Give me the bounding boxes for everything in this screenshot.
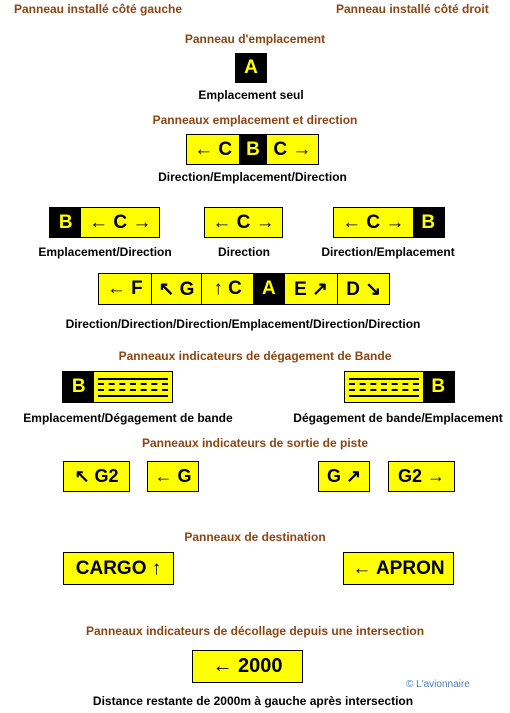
sign-cell: G ↗ (319, 462, 369, 491)
sign-cell: ← 2000 (193, 651, 302, 682)
direction-location-sign: ← C → B (333, 207, 445, 238)
sign-cell: ← F (99, 274, 151, 304)
direction-only-caption: Direction (217, 245, 270, 259)
sign-cell: A (236, 54, 266, 82)
location-clearance-caption: Emplacement/Dégagement de bande (23, 411, 233, 425)
location-only-caption: Emplacement seul (198, 88, 304, 102)
clearance-location-caption: Dégagement de bande/Emplacement (293, 411, 503, 425)
destination-heading: Panneaux de destination (184, 530, 326, 544)
location-clearance-sign: B (62, 371, 173, 403)
runway-clearance-heading: Panneaux indicateurs de dégagement de Ba… (118, 349, 392, 363)
sign-cell: B (63, 372, 95, 402)
direction-location-direction-sign: ← C B C → (186, 134, 319, 165)
right-side-label: Panneau installé côté droit (336, 2, 489, 16)
sign-cell: CARGO ↑ (64, 553, 173, 584)
location-direction-caption: Emplacement/Direction (38, 245, 172, 259)
sign-cell: ← APRON (344, 553, 453, 584)
intersection-takeoff-sign: ← 2000 (192, 650, 303, 683)
location-direction-heading: Panneaux emplacement et direction (152, 113, 358, 127)
direction-only-sign: ← C → (204, 207, 283, 238)
sign-cell: ← C → (205, 208, 282, 237)
left-side-label: Panneau installé côté gauche (14, 2, 183, 16)
location-sign-heading: Panneau d'emplacement (184, 32, 326, 46)
location-direction-sign: B ← C → (49, 207, 160, 238)
sign-cell: B (412, 208, 444, 237)
sign-cell: ← C → (334, 208, 413, 237)
intersection-takeoff-heading: Panneaux indicateurs de décollage depuis… (85, 624, 425, 638)
sign-cell: C → (266, 135, 318, 164)
exit-sign-g-right: G ↗ (318, 461, 370, 492)
sign-cell: B (239, 135, 267, 164)
sign-cell: B (50, 208, 82, 237)
copyright-credit: © L'avionnaire (406, 679, 470, 690)
runway-exit-heading: Panneaux indicateurs de sortie de piste (141, 436, 369, 450)
complex-direction-sign: ← F ↖ G ↑ C A E ↗ D ↘ (98, 273, 390, 305)
exit-sign-g-left: ← G (147, 461, 199, 492)
sign-cell: ← C (187, 135, 240, 164)
sign-cell: G2 → (389, 462, 454, 491)
sign-cell: ↖ G (150, 274, 202, 304)
sign-cell: A (252, 274, 285, 304)
destination-cargo-sign: CARGO ↑ (63, 552, 174, 585)
complex-sign-caption: Direction/Direction/Direction/Emplacemen… (65, 317, 421, 331)
destination-apron-sign: ← APRON (343, 552, 454, 585)
sign-cell: B (422, 372, 454, 402)
clearance-location-sign: B (344, 371, 455, 403)
sign-cell: ← G (148, 462, 198, 491)
sign-cell: D ↘ (337, 274, 389, 304)
intersection-takeoff-caption: Distance restante de 2000m à gauche aprè… (92, 694, 414, 708)
clearance-stripes (345, 372, 423, 402)
sign-cell: ← C → (81, 208, 159, 237)
direction-location-direction-caption: Direction/Emplacement/Direction (158, 170, 347, 184)
location-sign-a: A (235, 53, 267, 83)
clearance-stripes (94, 372, 172, 402)
sign-cell: E ↗ (284, 274, 338, 304)
sign-cell: ↑ C (201, 274, 253, 304)
exit-sign-g2-left: ↖ G2 (63, 461, 130, 492)
exit-sign-g2-right: G2 → (388, 461, 455, 492)
sign-cell: ↖ G2 (64, 462, 129, 491)
direction-location-caption: Direction/Emplacement (321, 245, 455, 259)
